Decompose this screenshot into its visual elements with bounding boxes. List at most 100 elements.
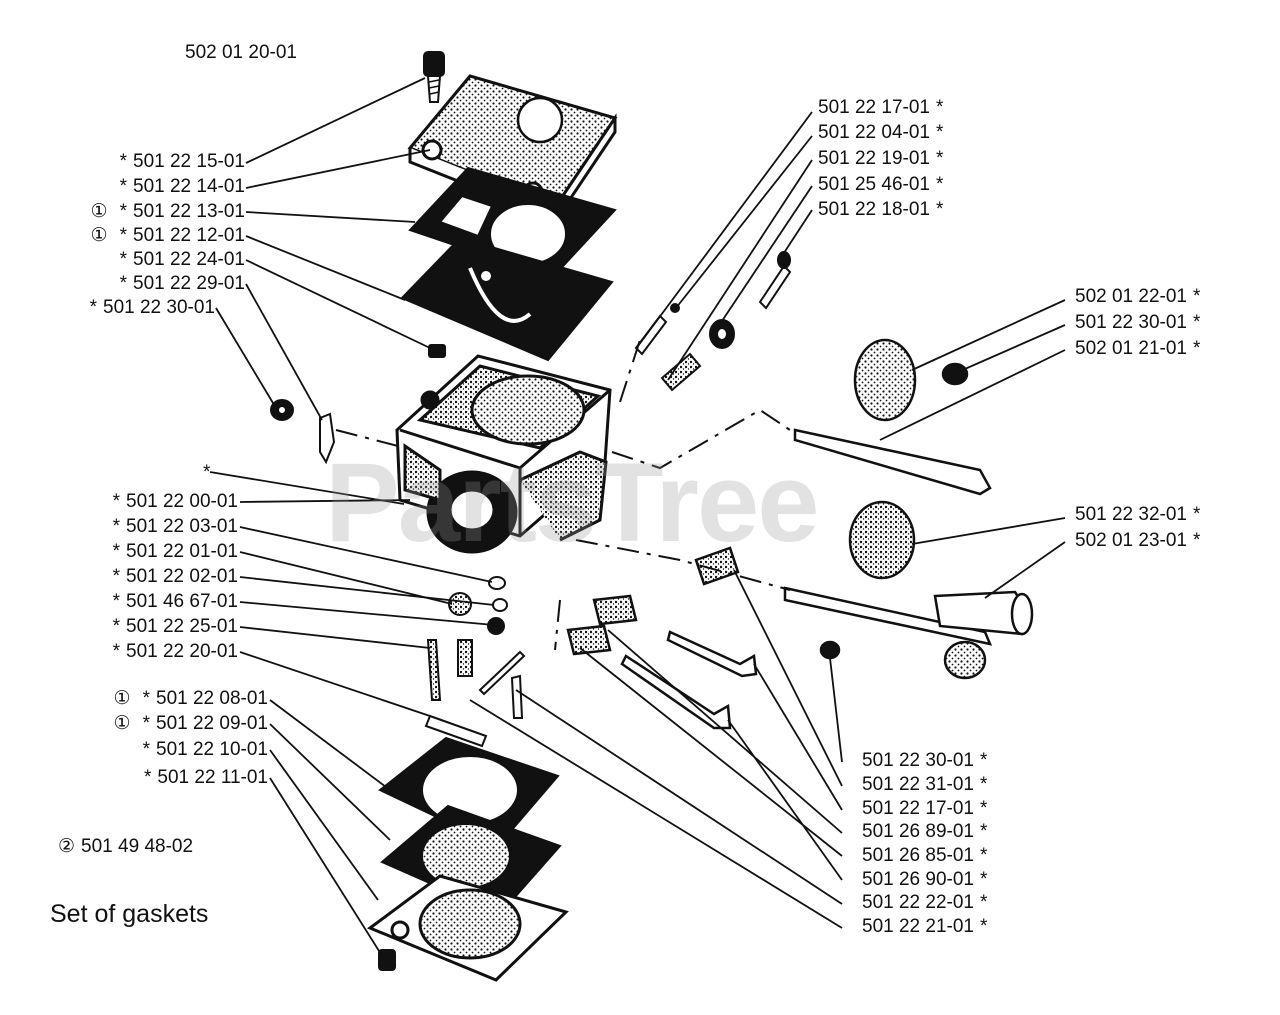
callout-label: ①*501 22 12-01 — [40, 225, 245, 247]
part-number: 501 22 20-01 — [126, 641, 238, 662]
part-number: 501 22 32-01 — [1075, 504, 1187, 525]
callout-label: 501 22 17-01 * — [818, 97, 949, 119]
asterisk: * — [1193, 338, 1201, 359]
asterisk: * — [112, 616, 120, 637]
callout-label: 501 22 19-01* — [818, 148, 949, 170]
callout-label: *501 22 29-01 — [40, 273, 245, 295]
marker: ① — [113, 688, 131, 709]
callout-label: 501 22 30-01 * — [1075, 312, 1206, 334]
part-number: 501 22 10-01 — [156, 739, 268, 760]
asterisk: * — [1193, 286, 1201, 307]
asterisk: * — [112, 591, 120, 612]
asterisk: * — [936, 148, 944, 169]
callout-label: 501 22 18-01 * — [818, 199, 949, 221]
part-number: 501 22 11-01 — [157, 767, 268, 788]
metering-screw — [378, 949, 396, 971]
callout-label: *501 22 15-01 — [40, 151, 245, 173]
callout-label: 501 26 90-01* — [862, 869, 993, 891]
asterisk: * — [936, 199, 944, 220]
callout-label: * 501 22 02-01 — [40, 566, 238, 588]
cover-screw — [423, 51, 445, 103]
part-number: 501 26 85-01 — [862, 845, 974, 866]
asterisk: * — [112, 516, 120, 537]
watermark: PartsTree — [325, 440, 820, 565]
callout-label: 501 22 32-01 * — [1075, 504, 1206, 526]
asterisk: * — [980, 750, 988, 771]
part-number: 501 22 14-01 — [133, 176, 245, 197]
kit-part-number: 501 49 48-02 — [81, 836, 194, 857]
part-number: 501 22 25-01 — [126, 616, 238, 637]
callout-label: * 501 22 10-01 — [60, 739, 268, 761]
header-part-number: 502 01 20-01 — [185, 42, 297, 63]
callout-label: 501 22 22-01* — [862, 892, 993, 914]
asterisk: * — [980, 774, 988, 795]
callout-label: *501 22 24-01 — [40, 249, 245, 271]
mixture-needles — [566, 546, 758, 730]
asterisk: * — [112, 641, 120, 662]
inlet-screen — [428, 344, 446, 358]
part-number: 501 22 02-01 — [126, 566, 238, 587]
part-number: 501 22 30-01 — [103, 297, 215, 318]
asterisk: * — [112, 566, 120, 587]
callout-label: 501 22 21-01 * — [862, 916, 993, 938]
asterisk: * — [119, 176, 127, 197]
part-number: 501 26 90-01 — [862, 869, 974, 890]
asterisk: * — [980, 798, 988, 819]
callout-label: 501 25 46-01* — [818, 174, 949, 196]
callout-label: 502 01 23-01 * — [1075, 530, 1206, 552]
part-number: 501 22 21-01 — [862, 916, 974, 937]
asterisk: * — [142, 713, 150, 734]
part-number: 501 22 18-01 — [818, 199, 930, 220]
pump-diaphragm — [400, 236, 614, 362]
part-number: 501 22 13-01 — [133, 201, 245, 222]
asterisk: * — [936, 97, 944, 118]
callout-label: 501 26 89-01 * — [862, 821, 993, 843]
part-number: 501 22 00-01 — [126, 491, 238, 512]
asterisk: * — [980, 845, 988, 866]
asterisk: * — [980, 916, 988, 937]
callout-label: 501 22 31-01 * — [862, 774, 993, 796]
part-number: 501 22 15-01 — [133, 151, 245, 172]
part-number: 501 22 09-01 — [156, 713, 268, 734]
marker: ① — [113, 713, 131, 734]
part-number: 501 22 04-01 — [818, 122, 930, 143]
part-number: 501 22 08-01 — [156, 688, 268, 709]
part-number: 501 22 17-01 — [818, 97, 930, 118]
part-number: 501 46 67-01 — [126, 591, 238, 612]
part-number: 502 01 23-01 — [1075, 530, 1187, 551]
asterisk: * — [1193, 504, 1201, 525]
callout-label: * 501 46 67-01 — [40, 591, 238, 613]
asterisk: * — [980, 892, 988, 913]
asterisk: * — [119, 249, 127, 270]
callout-label: 501 22 17-01 * — [862, 798, 993, 820]
asterisk: * — [1193, 312, 1201, 333]
asterisk: * — [119, 225, 127, 246]
asterisk: * — [980, 821, 988, 842]
callout-label: ① * 501 22 08-01 — [60, 688, 268, 710]
part-number: 501 22 01-01 — [126, 541, 238, 562]
asterisk: * — [112, 541, 120, 562]
callout-label: * 501 22 01-01 — [40, 541, 238, 563]
carburetor-body — [395, 354, 612, 554]
marker: ① — [90, 225, 108, 246]
callout-label: 501 22 30-01* — [862, 750, 993, 772]
asterisk: * — [142, 688, 150, 709]
callout-label: * 501 22 20-01 — [40, 641, 238, 663]
inlet-needle-parts — [424, 576, 526, 748]
callout-label: * 501 22 00-01 — [40, 491, 238, 513]
asterisk: * — [119, 273, 127, 294]
asterisk: * — [142, 739, 150, 760]
callout-label: * 501 22 14-01 — [40, 176, 245, 198]
part-number: 501 22 31-01 — [862, 774, 974, 795]
metering-cover — [366, 874, 569, 982]
asterisk: * — [203, 462, 211, 483]
part-number: 501 22 30-01 — [1075, 312, 1187, 333]
callout-label: ① * 501 22 09-01 — [60, 713, 268, 735]
part-number: 501 22 17-01 — [862, 798, 974, 819]
asterisk: * — [1193, 530, 1201, 551]
part-number: 501 26 89-01 — [862, 821, 974, 842]
asterisk: * — [936, 174, 944, 195]
asterisk: * — [112, 491, 120, 512]
